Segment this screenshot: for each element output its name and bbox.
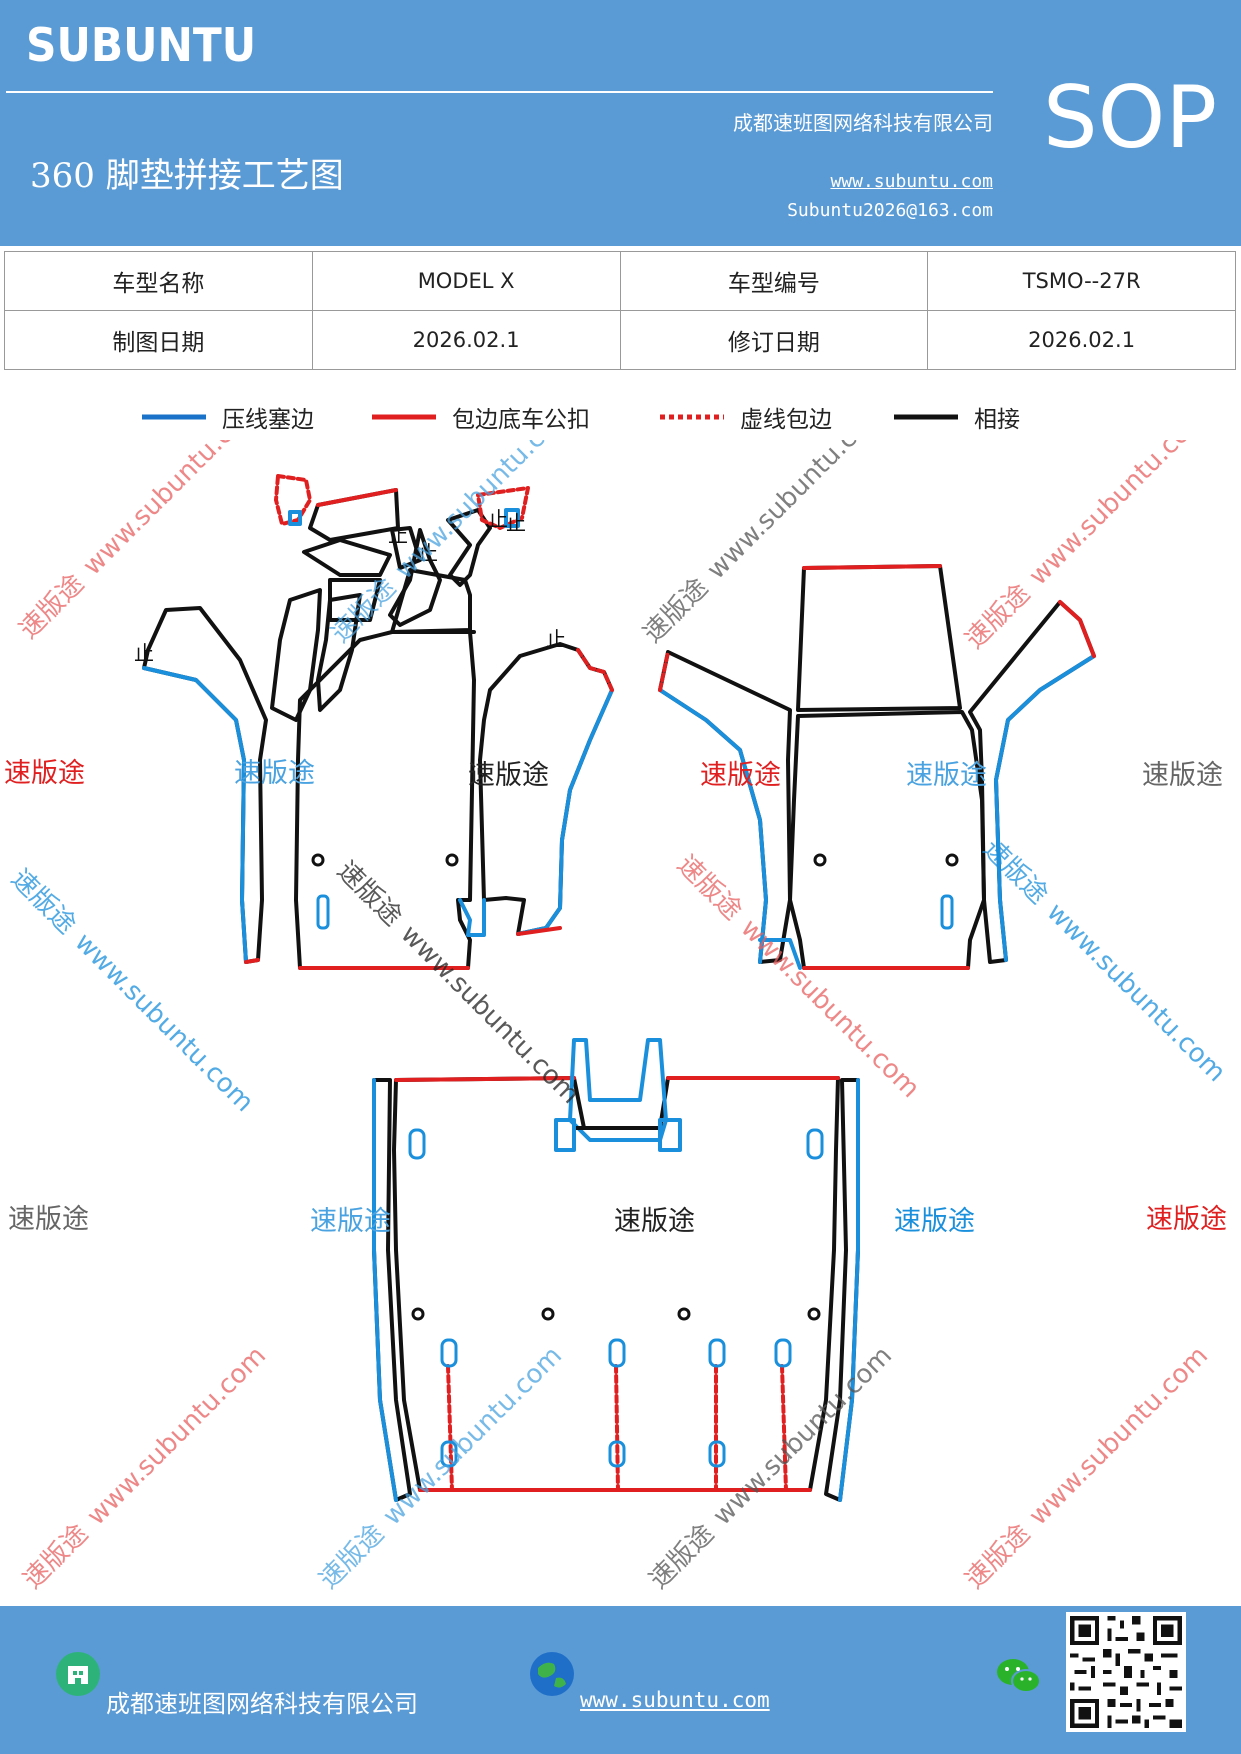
mat-diagram: 止 止 止 止 止 止 速版途 速版途 速版途 速版途 速版途 速版途 速版途 … — [4, 440, 1232, 1595]
table-row: 制图日期 2026.02.1 修订日期 2026.02.1 — [4, 310, 1236, 370]
piece-label: 速版途 — [310, 1206, 391, 1237]
header-divider — [6, 91, 993, 93]
watermark: www.subuntu.com — [701, 440, 892, 585]
footer-website-link[interactable]: www.subuntu.com — [580, 1688, 770, 1712]
qr-code-icon — [1066, 1612, 1186, 1732]
company-building-icon — [56, 1652, 100, 1696]
document-title: 360 脚垫拼接工艺图 — [30, 156, 344, 196]
footer-company-name: 成都速班图网络科技有限公司 — [106, 1690, 418, 1718]
watermark: www.subuntu.com — [77, 440, 268, 581]
revision-date-value: 2026.02.1 — [927, 310, 1236, 370]
watermark: 速版途 — [644, 1519, 720, 1595]
stop-mark: 止 — [546, 627, 566, 651]
globe-icon — [530, 1652, 574, 1696]
footer-banner: 成都速班图网络科技有限公司 www.subuntu.com — [0, 1606, 1241, 1754]
website-link[interactable]: www.subuntu.com — [830, 171, 993, 192]
table-row: 车型名称 MODEL X 车型编号 TSMO--27R — [4, 251, 1236, 311]
left-front-mat-group — [142, 474, 614, 970]
watermark: www.subuntu.com — [1023, 1341, 1214, 1532]
watermark: www.subuntu.com — [707, 1341, 898, 1532]
model-code-label: 车型编号 — [619, 251, 929, 311]
watermark: www.subuntu.com — [1041, 897, 1232, 1088]
stop-mark: 止 — [388, 523, 408, 547]
watermark: 速版途 — [671, 850, 747, 926]
piece-label: 速版途 — [614, 1206, 695, 1237]
legend-blue-line-icon — [142, 414, 206, 420]
legend-label: 相接 — [974, 407, 1020, 433]
rear-mat-group — [372, 1038, 860, 1502]
watermark: www.subuntu.com — [377, 1341, 568, 1532]
right-front-mat-group — [658, 564, 1096, 970]
watermark: www.subuntu.com — [81, 1341, 272, 1532]
piece-label: 速版途 — [4, 758, 85, 789]
piece-label: 速版途 — [700, 760, 781, 791]
revision-date-label: 修订日期 — [619, 310, 929, 370]
legend-red-dashed-icon — [660, 414, 724, 420]
watermark: www.subuntu.com — [389, 440, 580, 585]
legend: 压线塞边 包边底车公扣 虚线包边 相接 — [0, 400, 1241, 440]
stop-mark: 止 — [134, 641, 154, 665]
sop-badge: SOP — [1043, 68, 1218, 168]
piece-label: 速版途 — [906, 760, 987, 791]
piece-label: 速版途 — [234, 758, 315, 789]
email-address: Subuntu2026@163.com — [787, 200, 993, 221]
draw-date-label: 制图日期 — [4, 310, 313, 370]
company-name: 成都速班图网络科技有限公司 — [733, 111, 993, 135]
model-code-value: TSMO--27R — [927, 251, 1236, 311]
draw-date-value: 2026.02.1 — [311, 310, 621, 370]
wechat-icon[interactable] — [996, 1656, 1042, 1696]
piece-label: 速版途 — [468, 760, 549, 791]
legend-item-join: 相接 — [894, 400, 1020, 434]
piece-label: 速版途 — [894, 1206, 975, 1237]
watermark: www.subuntu.com — [735, 913, 926, 1104]
legend-label: 包边底车公扣 — [452, 407, 590, 433]
piece-label: 速版途 — [1142, 760, 1223, 791]
watermark: 速版途 — [331, 856, 407, 932]
piece-label: 速版途 — [1146, 1204, 1227, 1235]
legend-label: 虚线包边 — [740, 407, 832, 433]
watermark: 速版途 — [960, 1519, 1036, 1595]
piece-label: 速版途 — [8, 1204, 89, 1235]
legend-item-dashed-edge: 虚线包边 — [660, 400, 832, 434]
stop-mark: 止 — [488, 507, 508, 531]
watermark: www.subuntu.com — [69, 927, 260, 1118]
stop-mark: 止 — [506, 511, 526, 535]
watermark: 速版途 — [314, 1519, 390, 1595]
watermark: 速版途 — [18, 1519, 94, 1595]
watermark: 速版途 — [14, 569, 90, 645]
legend-item-bind-edge: 包边底车公扣 — [372, 400, 590, 434]
watermark: 速版途 — [5, 864, 81, 940]
watermark: 速版途 — [638, 573, 714, 649]
watermark: 速版途 — [977, 834, 1053, 910]
vehicle-info-table: 车型名称 MODEL X 车型编号 TSMO--27R 制图日期 2026.02… — [4, 251, 1236, 370]
brand-logo: SUBUNTU — [26, 18, 257, 72]
legend-black-line-icon — [894, 414, 958, 420]
legend-item-press-line: 压线塞边 — [142, 400, 314, 434]
model-name-label: 车型名称 — [4, 251, 313, 311]
watermark: www.subuntu.com — [1023, 440, 1214, 591]
header-banner: SUBUNTU 成都速班图网络科技有限公司 360 脚垫拼接工艺图 www.su… — [0, 0, 1241, 246]
stop-mark: 止 — [418, 541, 438, 565]
legend-label: 压线塞边 — [222, 407, 314, 433]
legend-red-line-icon — [372, 414, 436, 420]
model-name-value: MODEL X — [311, 251, 621, 311]
